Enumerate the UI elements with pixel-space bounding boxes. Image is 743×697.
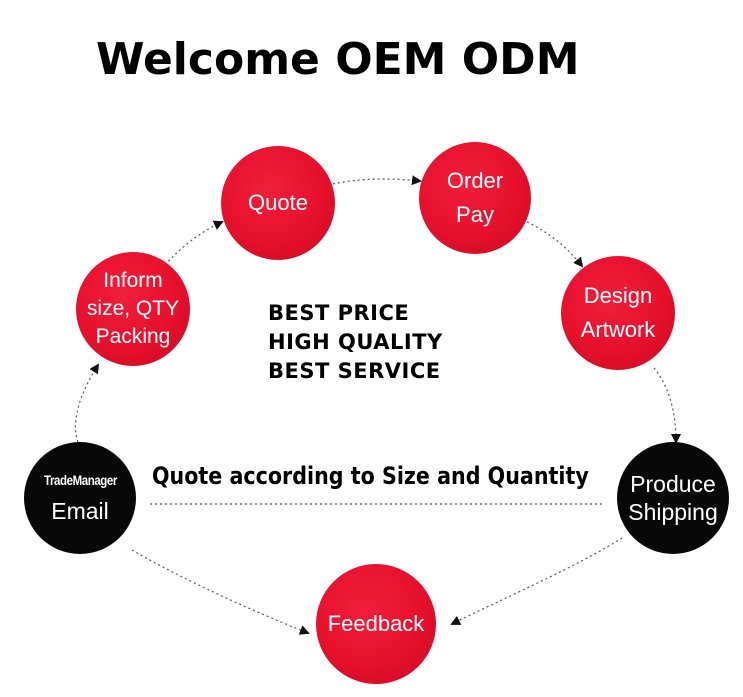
step-order-pay-line-1: Order <box>446 168 504 193</box>
connector-design-to-produce <box>653 367 681 444</box>
connector-quote-to-order <box>332 175 422 186</box>
step-produce-shipping: Produce Shipping <box>617 442 729 554</box>
highlight-item: HIGH QUALITY <box>268 330 443 354</box>
step-inform: Inform size, QTY Packing <box>76 252 190 366</box>
connector-contact-to-inform <box>74 363 100 443</box>
connector-produce-to-feedback <box>450 537 623 625</box>
highlights-list: BEST PRICE HIGH QUALITY BEST SERVICE <box>268 299 498 386</box>
step-contact-line-1: TradeManager <box>43 472 117 488</box>
step-inform-line-1: Inform <box>103 269 163 292</box>
highlight-item: BEST PRICE <box>268 301 410 325</box>
step-inform-line-3: Packing <box>95 325 171 348</box>
step-feedback-line-1: Feedback <box>327 611 425 636</box>
step-order-pay: Order Pay <box>419 142 531 254</box>
connector-order-to-design <box>526 221 584 268</box>
step-quote-line-1: Quote <box>248 190 308 215</box>
step-design-artwork: Design Artwork <box>561 256 675 370</box>
page-title: Welcome OEM ODM <box>96 34 580 85</box>
highlight-item: BEST SERVICE <box>268 359 441 383</box>
step-produce-shipping-line-1: Produce <box>630 471 716 497</box>
step-feedback: Feedback <box>316 564 436 684</box>
step-quote: Quote <box>221 146 335 260</box>
tagline: Quote according to Size and Quantity <box>152 462 589 490</box>
step-design-artwork-line-1: Design <box>583 283 653 308</box>
step-contact-line-2: Email <box>51 498 109 524</box>
step-order-pay-line-2: Pay <box>456 202 494 227</box>
connector-inform-to-quote <box>164 220 224 266</box>
step-contact: TradeManager Email <box>24 442 136 554</box>
connector-contact-to-feedback <box>131 549 310 635</box>
step-design-artwork-line-2: Artwork <box>580 317 656 342</box>
step-produce-shipping-line-2: Shipping <box>628 499 718 525</box>
step-inform-line-2: size, QTY <box>86 297 180 320</box>
